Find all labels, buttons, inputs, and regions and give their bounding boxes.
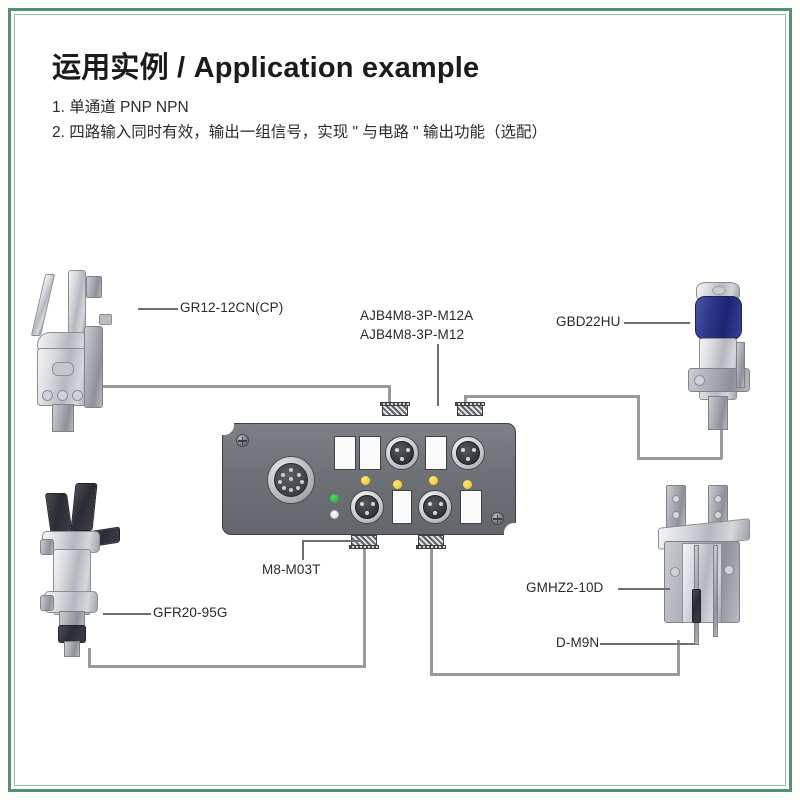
label-gmhz2: GMHZ2-10D [526, 580, 604, 595]
status-led-white [330, 510, 339, 519]
cable-gland-bottom-2-cap [416, 545, 446, 549]
label-gfr20: GFR20-95G [153, 605, 228, 620]
cable-gland-top-1-cap [380, 402, 410, 406]
m8-port-4[interactable] [418, 490, 452, 524]
gbd22-bracket-hole [694, 375, 705, 386]
leader-ajb4m8-vertical [437, 344, 439, 406]
label-plate-2 [359, 436, 381, 470]
gr12-mount-hole-3 [72, 390, 83, 401]
m8-port-1[interactable] [385, 436, 419, 470]
screw-top-left [236, 434, 249, 447]
gfr20-jaw-right [70, 483, 98, 531]
bullet-item-1: 1. 单通道 PNP NPN [52, 99, 189, 117]
device-gbd22-vacuum-unit[interactable] [688, 282, 768, 432]
gr12-mount-hole-2 [57, 390, 68, 401]
gr12-shaft [52, 404, 74, 432]
cable-gland-top-2 [457, 405, 483, 416]
cable-gmhz2-vertical [677, 640, 680, 675]
screw-bottom-right [491, 512, 504, 525]
box-notch-bottom-right [504, 523, 516, 535]
device-gr12-angular-gripper[interactable] [30, 268, 140, 432]
gr12-pivot-screw [52, 362, 74, 376]
leader-gr12 [138, 308, 178, 310]
status-led-green [330, 494, 339, 503]
m8-port-2-face [456, 441, 480, 465]
gmhz2-finger-left-hole-1 [672, 495, 680, 503]
cable-gfr20-horizontal [88, 665, 366, 668]
gbd22-sensor-rail [736, 342, 745, 388]
status-led-yellow-1 [361, 476, 370, 485]
label-plate-3 [425, 436, 447, 470]
label-plate-5 [460, 490, 482, 524]
label-dm9n: D-M9N [556, 635, 600, 650]
gr12-air-fitting [99, 314, 112, 325]
gmhz2-body-hole-1 [670, 567, 680, 577]
gmhz2-finger-right-hole-1 [714, 495, 722, 503]
leader-m8m03t-horizontal [302, 540, 362, 542]
gmhz2-sensor-rod-right [713, 545, 718, 637]
bullet-item-2: 2. 四路输入同时有效，输出一组信号，实现 " 与电路 " 输出功能（选配） [52, 124, 547, 142]
cable-gmhz2-riser [430, 548, 433, 676]
page-title: 运用实例 / Application example [52, 52, 480, 84]
cable-gbd22-horizontal-lower [637, 457, 722, 460]
cable-gland-top-2-cap [455, 402, 485, 406]
label-ajb4m8-m12: AJB4M8-3P-M12 [360, 327, 465, 342]
gr12-jaw-right-tip [86, 276, 102, 298]
gfr20-mount-tab-lower [40, 595, 54, 611]
leader-m8m03t-vertical [302, 540, 304, 560]
label-m8-m03t: M8-M03T [262, 562, 321, 577]
gmhz2-finger-right-hole-2 [714, 511, 722, 519]
label-plate-4 [392, 490, 412, 524]
cable-gr12-drop [388, 385, 391, 407]
cable-gfr20-riser [363, 548, 366, 667]
m12-connector-face [274, 463, 308, 497]
gbd22-bellows [695, 296, 742, 340]
header-block: 运用实例 / Application example 1. 单通道 PNP NP… [52, 52, 752, 146]
label-plate-1 [334, 436, 356, 470]
label-gbd22: GBD22HU [556, 314, 621, 329]
m8-port-2[interactable] [451, 436, 485, 470]
gr12-jaw-right [68, 270, 86, 336]
m8-port-3[interactable] [350, 490, 384, 524]
gfr20-stem [64, 641, 80, 657]
gmhz2-sensor-head-left [692, 589, 701, 623]
leader-dm9n [600, 643, 695, 645]
leader-gmhz2 [618, 588, 670, 590]
cable-gbd22-vertical [637, 395, 640, 460]
m12-power-connector[interactable] [267, 456, 315, 504]
gbd22-cap-hole [712, 286, 726, 295]
gbd22-stem [708, 396, 728, 430]
gr12-jaw-left [30, 274, 56, 336]
gr12-mount-hole-1 [42, 390, 53, 401]
gr12-side-bracket [84, 326, 103, 408]
m8-port-3-face [355, 495, 379, 519]
cable-gland-top-1 [382, 405, 408, 416]
status-led-yellow-2 [393, 480, 402, 489]
cable-gfr20-vertical [88, 648, 91, 668]
gmhz2-body-hole-2 [724, 565, 734, 575]
leader-gfr20 [103, 613, 151, 615]
device-gfr20-rotary-gripper[interactable] [40, 483, 150, 658]
box-notch-top-left [222, 423, 234, 435]
status-led-yellow-3 [429, 476, 438, 485]
cable-gr12-horizontal [83, 385, 391, 388]
label-ajb4m8-m12a: AJB4M8-3P-M12A [360, 308, 474, 323]
cable-gland-bottom-1-cap [349, 545, 379, 549]
cable-gmhz2-horizontal [430, 673, 680, 676]
leader-gbd22 [624, 322, 690, 324]
m8-port-4-face [423, 495, 447, 519]
gmhz2-finger-left [666, 485, 686, 529]
status-led-yellow-4 [463, 480, 472, 489]
device-gmhz2-parallel-gripper[interactable] [658, 485, 783, 660]
gmhz2-finger-left-hole-2 [672, 511, 680, 519]
m8-junction-box[interactable] [222, 423, 516, 535]
m8-port-1-face [390, 441, 414, 465]
gfr20-mount-tab-left [40, 539, 54, 555]
label-gr12: GR12-12CN(CP) [180, 300, 284, 315]
cable-gbd22-horizontal-upper [464, 395, 639, 398]
